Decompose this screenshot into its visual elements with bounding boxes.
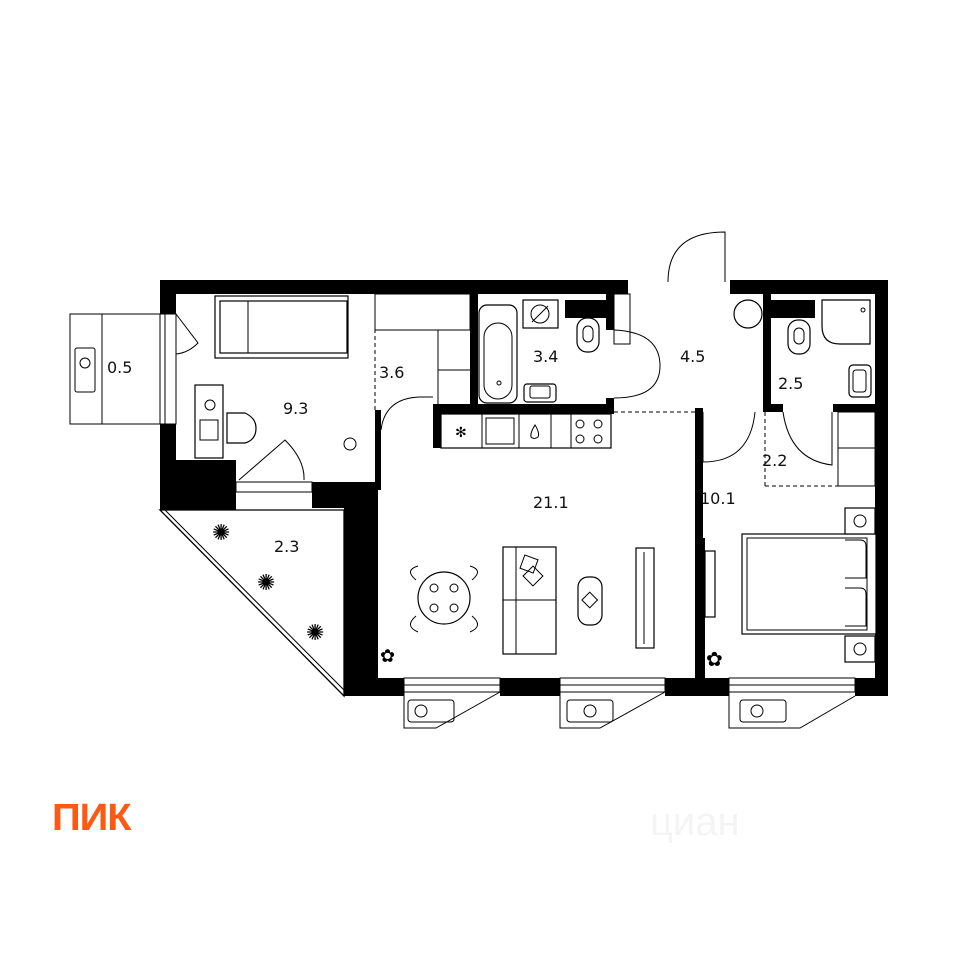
svg-text:✻: ✻ <box>455 425 467 441</box>
brand-logo: ПИК <box>52 797 132 839</box>
watermark: циан <box>650 800 740 844</box>
wardrobe-bedroom <box>704 550 716 618</box>
walls <box>160 280 888 696</box>
bed-double <box>741 533 877 635</box>
plant-icon: ✿ <box>706 647 723 671</box>
window-bedroom <box>728 677 856 729</box>
hallway-round-item <box>733 299 763 329</box>
sink-wc <box>848 364 872 398</box>
area-label-corridor: 2.2 <box>762 451 787 470</box>
area-label-loggia: 2.3 <box>274 537 299 556</box>
nightstand-bottom <box>844 635 876 663</box>
sink-bath <box>523 383 557 403</box>
area-label-hallway: 4.5 <box>680 347 705 366</box>
washing-machine <box>522 299 559 329</box>
area-label-balcony: 0.5 <box>107 358 132 377</box>
bathtub <box>478 304 518 404</box>
toy-icon <box>343 437 357 451</box>
toilet-wc <box>787 319 811 355</box>
desk <box>194 384 257 459</box>
area-label-wardrobe: 3.6 <box>379 363 404 382</box>
nightstand-top <box>844 507 876 535</box>
area-label-living-kitchen: 21.1 <box>533 493 569 512</box>
shower-tray <box>821 299 871 345</box>
bed-single <box>214 295 349 359</box>
plant-icon: ✺ <box>212 521 230 546</box>
toilet-bath <box>576 317 600 353</box>
area-label-bedroom-master: 10.1 <box>700 489 736 508</box>
plant-icon: ✿ <box>380 646 395 667</box>
outline-lines <box>69 231 876 729</box>
kitchen-counter: ✻ <box>440 413 612 449</box>
window-living-left <box>403 677 501 729</box>
area-labels: 0.5 9.3 3.6 3.4 4.5 2.5 2.2 21.1 10.1 2.… <box>107 347 803 556</box>
window-living-right <box>559 677 666 729</box>
dining-table <box>410 565 478 633</box>
plant-icon: ✺ <box>306 621 324 646</box>
area-label-toilet: 2.5 <box>778 374 803 393</box>
area-label-bedroom-children: 9.3 <box>283 399 308 418</box>
furniture: ✻ <box>194 295 877 671</box>
coffee-table <box>577 576 603 626</box>
plant-icon: ✺ <box>257 571 275 596</box>
tv-unit <box>635 547 655 649</box>
sofa <box>502 546 557 655</box>
area-label-bathroom: 3.4 <box>533 347 558 366</box>
